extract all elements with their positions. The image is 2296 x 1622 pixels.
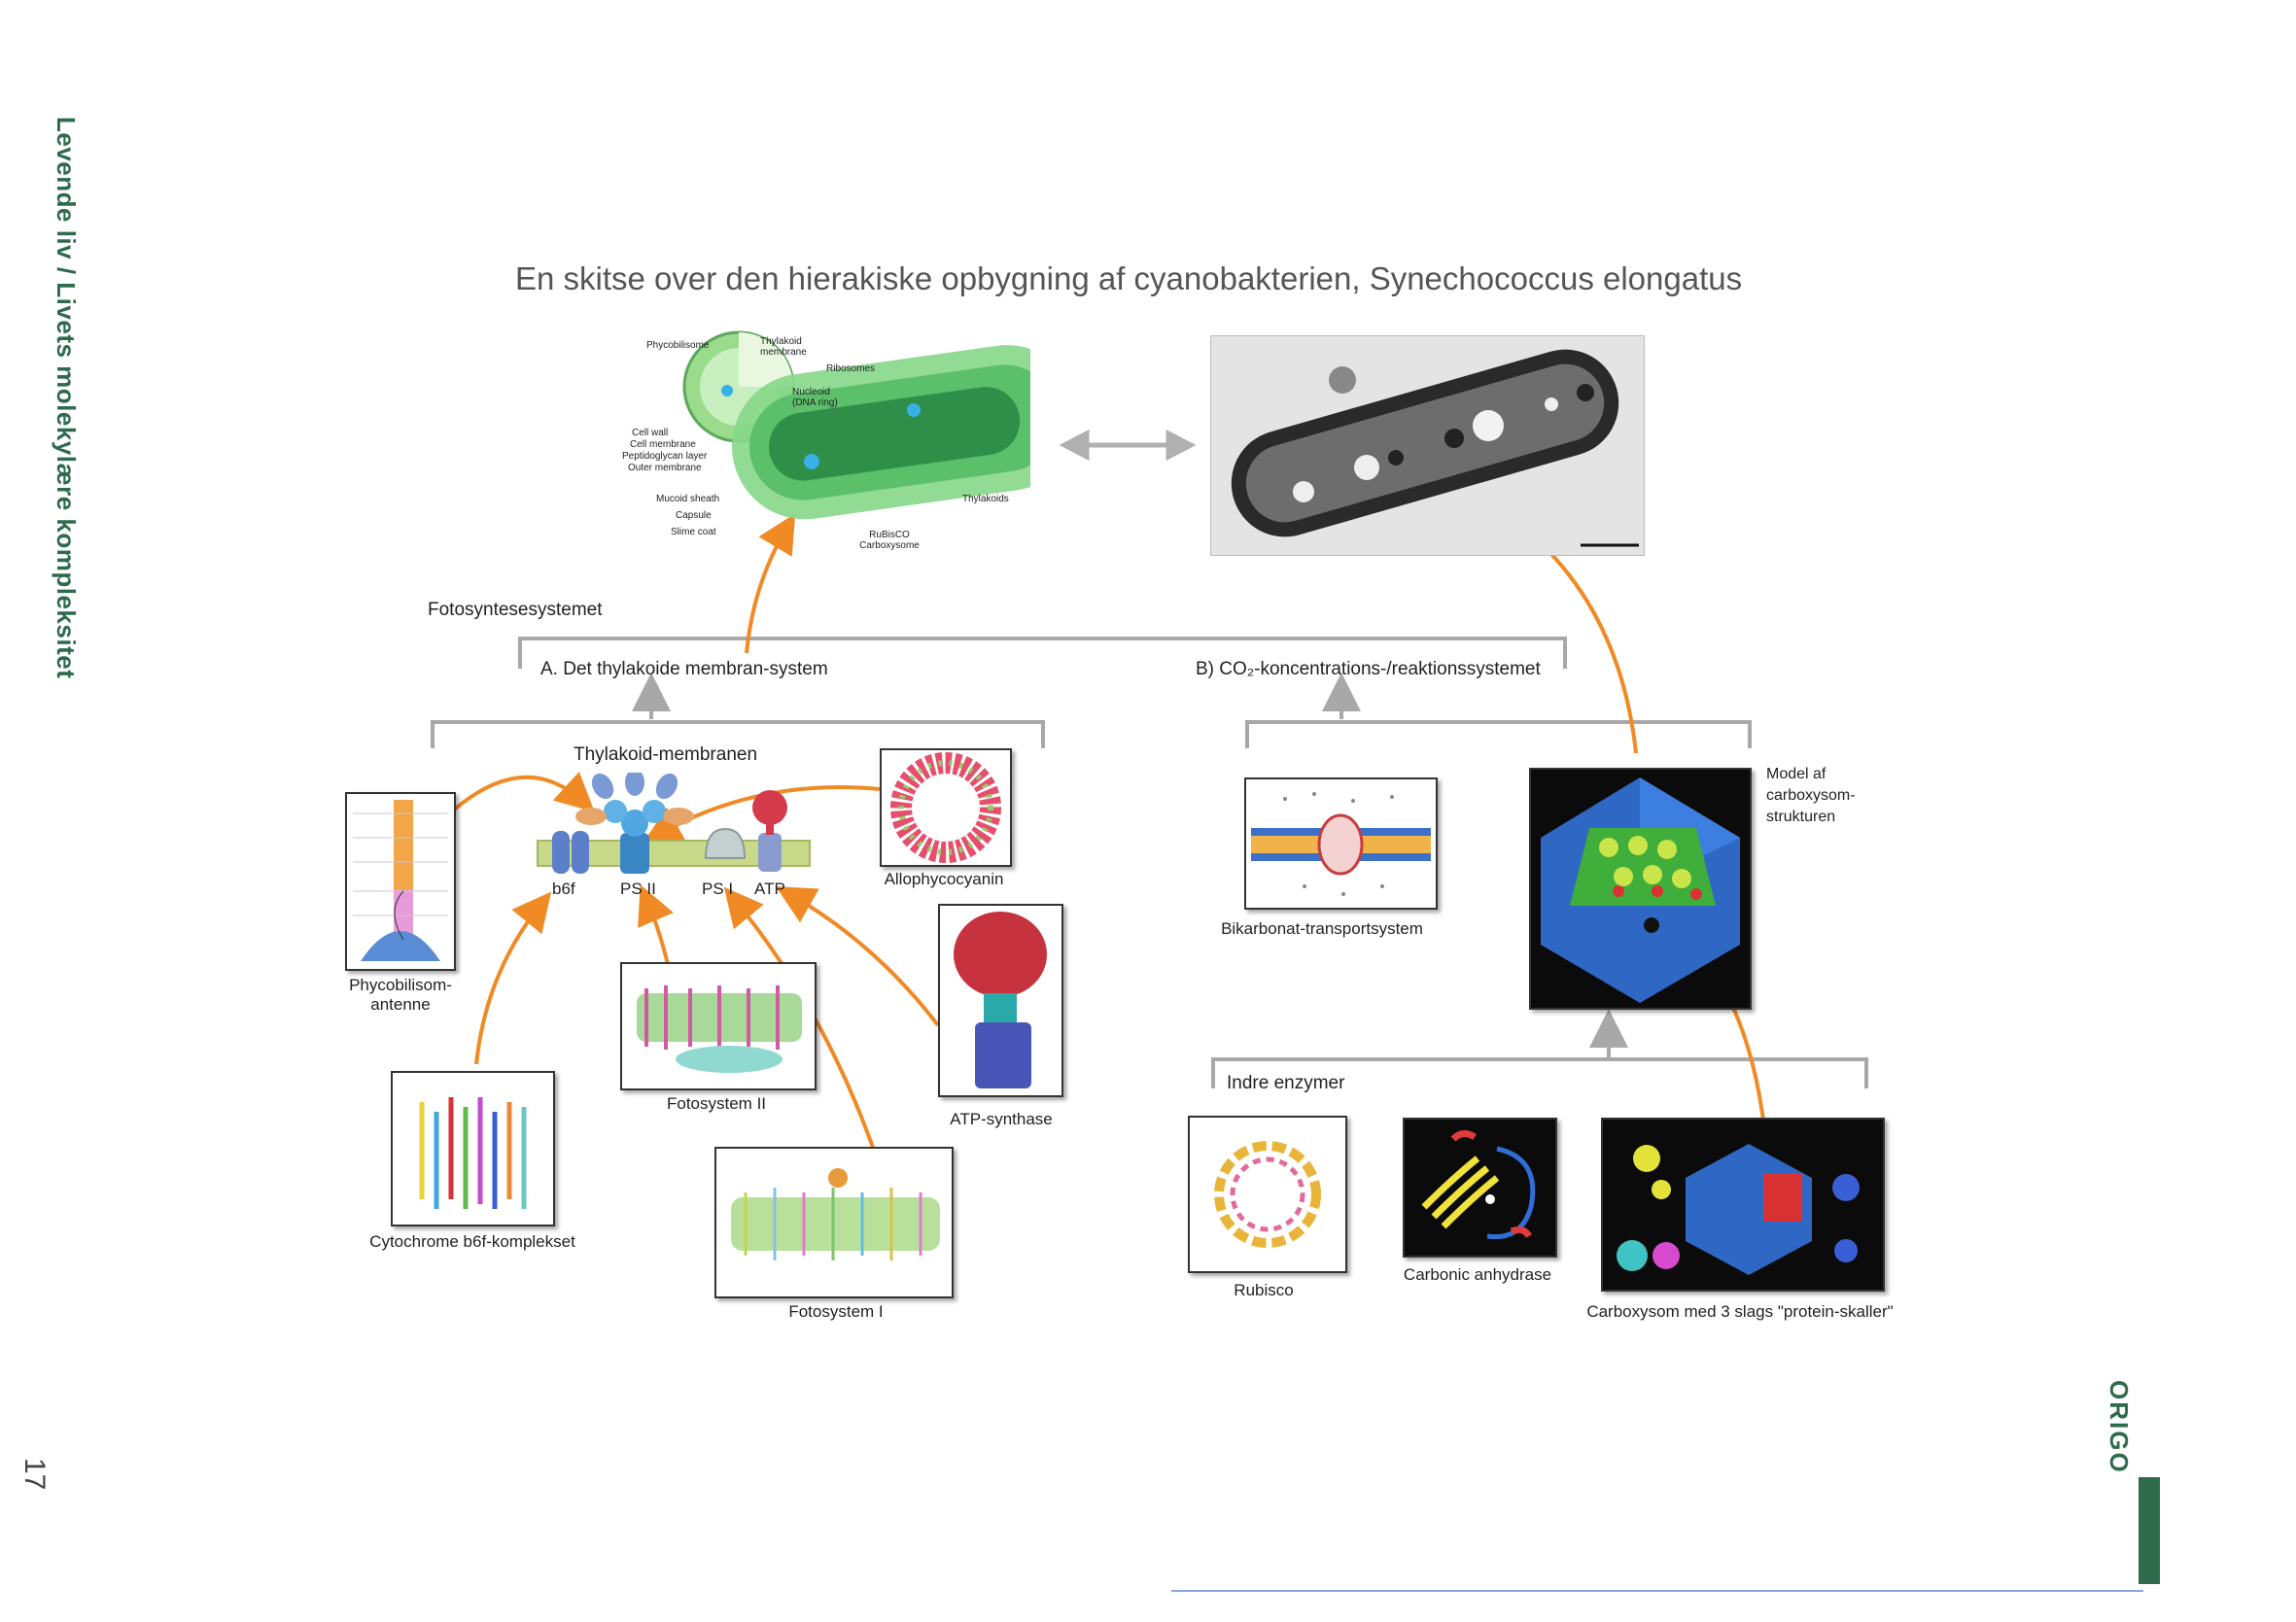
label-thylakoid-membrane: Thylakoid membrane [760, 336, 807, 358]
label-indre-enzymer: Indre enzymer [1227, 1073, 1345, 1093]
right-bracket [1245, 673, 1752, 748]
figure-title: En skitse over den hierakiske opbygning … [515, 260, 1743, 296]
panel-atp-synthase [938, 904, 1063, 1097]
panel-carboxysom-3 [1601, 1118, 1885, 1292]
label-b6f: b6f [552, 880, 575, 898]
label-phycobilisome: Phycobilisome [646, 340, 710, 351]
arrow-to-cell [745, 513, 796, 654]
label-fotosystem1: Fotosystem I [788, 1302, 884, 1321]
label-atp: ATP [754, 880, 785, 898]
top-bracket [518, 637, 1567, 669]
label-branch-b: B) CO₂-koncentrations-/reaktionssystemet [1196, 659, 1541, 679]
brand-bar [2139, 1477, 2160, 1584]
label-atp-synthase: ATP-synthase [950, 1110, 1053, 1128]
label-cell-wall: Cell wall [632, 428, 669, 438]
panel-cytochrome [391, 1071, 555, 1226]
arrow-phyco [450, 772, 595, 813]
label-fotosystem2: Fotosystem II [666, 1094, 767, 1113]
label-capsule: Capsule [676, 510, 712, 521]
arrow-atp [776, 886, 940, 1027]
label-allophycocyanin: Allophycocyanin [884, 870, 1004, 888]
label-bikarbonat: Bikarbonat-transportsystem [1221, 919, 1423, 938]
label-fotosyntesesystemet: Fotosyntesesystemet [428, 600, 603, 620]
label-mucoid-sheath: Mucoid sheath [656, 494, 720, 504]
panel-allophycocyanin [880, 748, 1012, 867]
bottom-rule [1171, 1590, 2143, 1592]
panel-fotosystem1 [714, 1147, 954, 1298]
label-thylakoid-membranen: Thylakoid-membranen [574, 744, 758, 765]
arrow-cyt [474, 891, 552, 1065]
label-thylakoids: Thylakoids [962, 494, 1009, 504]
label-rubisco-carboxysome: RuBisCO Carboxysome [859, 530, 920, 551]
panel-rubisco [1188, 1116, 1347, 1273]
label-model-carboxysom: Model af carboxysom- strukturen [1766, 766, 1856, 825]
label-cell-membrane: Cell membrane [630, 439, 696, 450]
double-arrow [1059, 429, 1197, 462]
label-ps1: PS I [702, 880, 734, 898]
enzyme-bracket [1211, 1009, 1868, 1088]
label-nucleoid: Nucleoid (DNA ring) [792, 387, 838, 408]
label-rubisco: Rubisco [1234, 1281, 1294, 1299]
label-ribosomes: Ribosomes [826, 363, 876, 374]
panel-bikarbonat [1244, 777, 1438, 910]
label-slime-coat: Slime coat [671, 527, 716, 537]
electron-micrograph [1210, 335, 1645, 556]
panel-carbonic-anhydrase [1403, 1118, 1557, 1258]
label-phycobilisom: Phycobilisom- antenne [349, 976, 452, 1014]
label-ps2: PS II [620, 880, 656, 898]
label-cytochrome: Cytochrome b6f-komplekset [369, 1232, 575, 1251]
panel-fotosystem2 [620, 962, 817, 1090]
panel-phycobilisom [345, 792, 456, 971]
label-peptidoglycan: Peptidoglycan layer [622, 451, 708, 462]
label-outer-membrane: Outer membrane [628, 463, 702, 473]
left-bracket [431, 673, 1045, 748]
label-branch-a: A. Det thylakoide membran-system [540, 659, 828, 679]
cell-diagram: Phycobilisome Thylakoid membrane Ribosom… [622, 321, 1080, 564]
membrane-schematic [533, 769, 815, 880]
panel-carboxysom-model [1529, 768, 1752, 1010]
label-carbonic-anhydrase: Carbonic anhydrase [1403, 1265, 1552, 1284]
label-carboxysom-3: Carboxysom med 3 slags "protein-skaller" [1586, 1302, 1894, 1321]
